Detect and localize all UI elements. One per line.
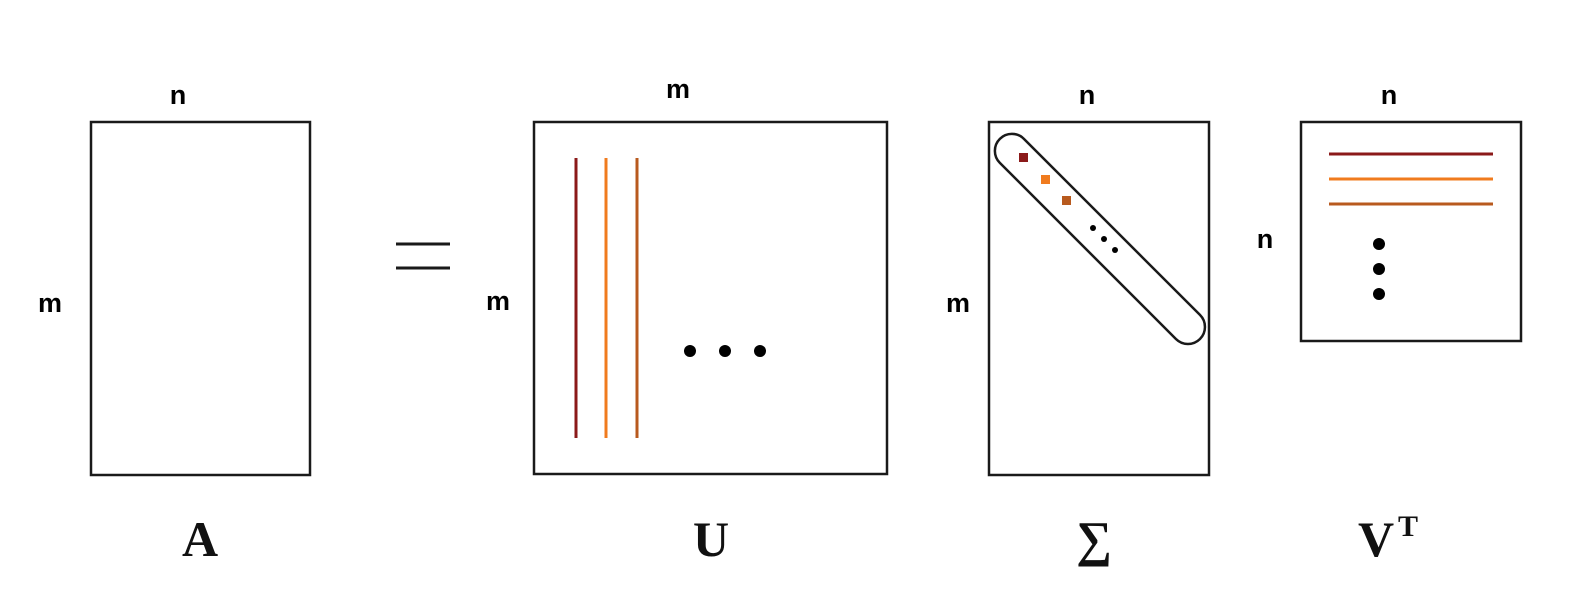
matrix-a: n m A [38,80,312,567]
matrix-u-name: U [693,511,729,567]
matrix-a-top-label: n [170,80,187,110]
sigma-diagonal-capsule [993,132,1207,346]
matrix-u-top-label: m [666,74,690,104]
sigma-ellipsis-dot-2 [1101,236,1107,242]
vt-ellipsis-dot-2 [1373,263,1385,275]
sigma-value-2 [1041,175,1050,184]
matrix-vt-box [1299,120,1523,343]
sigma-ellipsis-dot-3 [1112,247,1118,253]
matrix-sigma-name: ∑ [1076,511,1112,567]
sigma-ellipsis-dot-1 [1090,225,1096,231]
sigma-value-1 [1019,153,1028,162]
matrix-u-side-label: m [486,286,510,316]
matrix-vt-letter: V [1358,511,1394,567]
vt-ellipsis-dot-1 [1373,238,1385,250]
equals-sign: = [396,242,450,270]
matrix-a-name: A [182,511,218,567]
sigma-value-3 [1062,196,1071,205]
vt-ellipsis-dot-3 [1373,288,1385,300]
matrix-vt-top-label: n [1381,80,1398,110]
matrix-sigma-side-label: m [946,288,970,318]
matrix-sigma-top-label: n [1079,80,1096,110]
u-ellipsis-dot-1 [684,345,696,357]
matrix-sigma-box [987,120,1211,477]
matrix-sigma: n m ∑ [946,80,1211,567]
matrix-a-side-label: m [38,288,62,318]
matrix-u: m m U [486,74,889,567]
equals-sign-text: = [423,261,424,263]
matrix-a-box [89,120,312,477]
u-ellipsis-dot-3 [754,345,766,357]
matrix-u-box [532,120,889,476]
u-ellipsis-dot-2 [719,345,731,357]
matrix-vt-side-label: n [1257,224,1274,254]
matrix-vt-superscript: T [1398,510,1418,543]
